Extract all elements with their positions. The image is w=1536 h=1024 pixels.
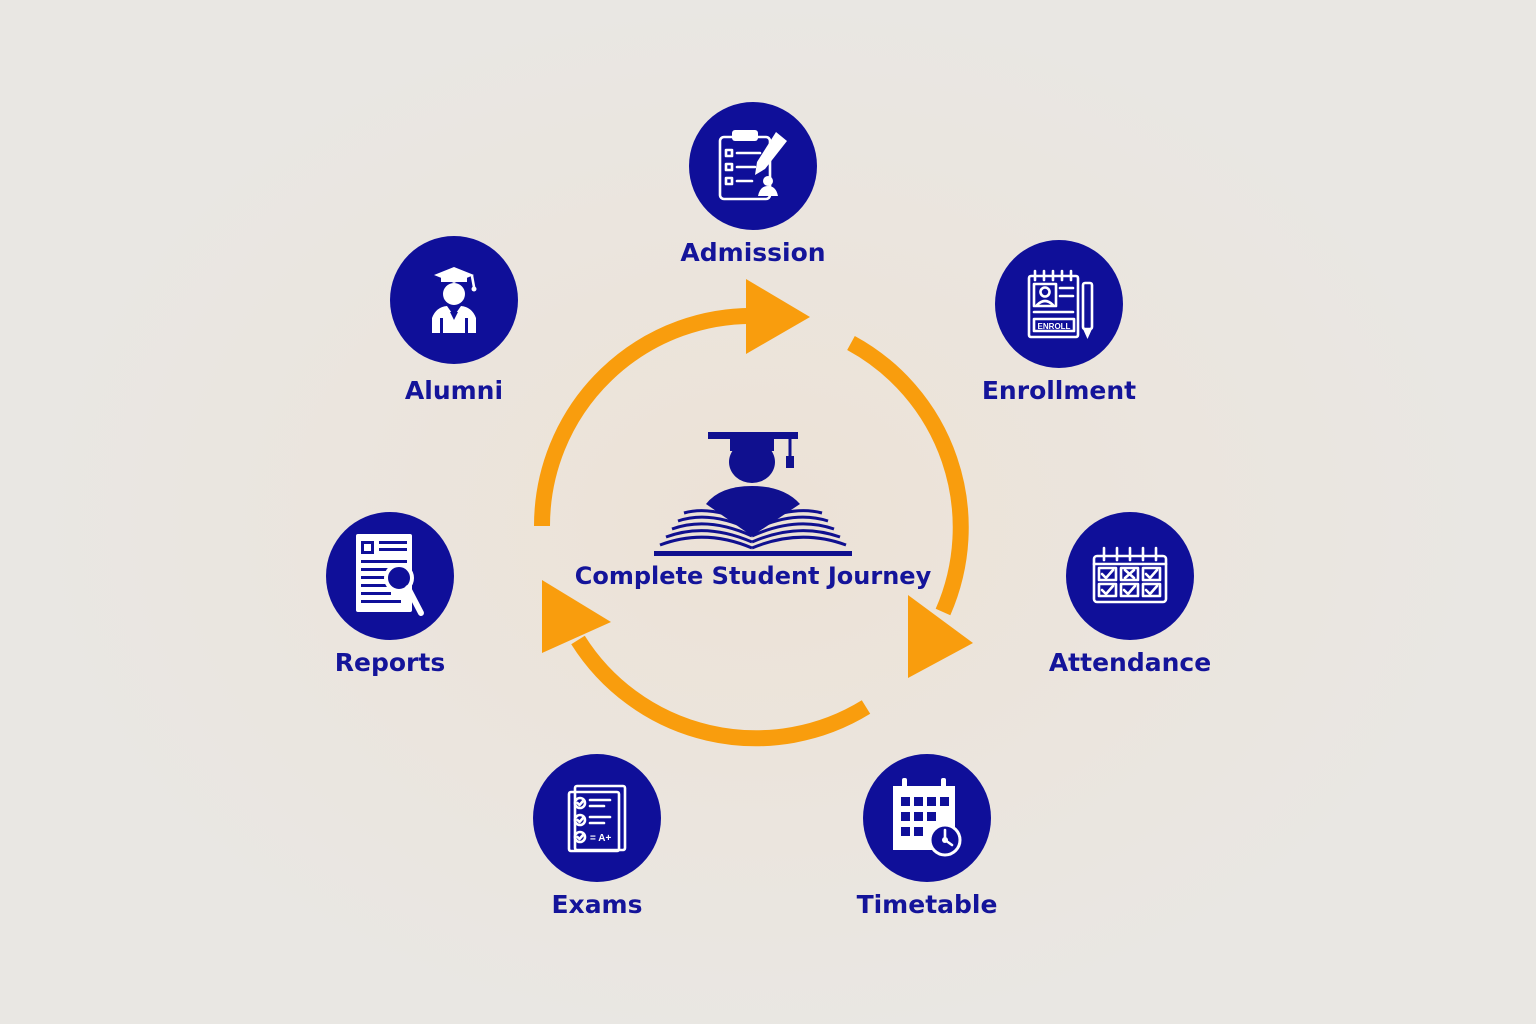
stage-alumni-label: Alumni	[405, 376, 503, 405]
stage-exams[interactable]: = A+ Exams	[533, 754, 661, 919]
stage-alumni[interactable]: Alumni	[390, 236, 518, 405]
attendance-calendar-icon	[1092, 546, 1168, 604]
enroll-stamp-text: ENROLL	[1038, 322, 1071, 331]
stage-reports[interactable]: Reports	[326, 512, 454, 677]
cycle-arrow-bottom	[571, 635, 871, 747]
graduate-torso	[706, 486, 800, 536]
graduate-head	[729, 441, 775, 483]
center-title: Complete Student Journey	[575, 562, 932, 590]
graduation-cap	[708, 432, 798, 439]
stage-reports-label: Reports	[335, 648, 445, 677]
cycle-arrowhead-right	[908, 595, 973, 678]
exam-sheet-icon: = A+	[567, 784, 627, 853]
stage-timetable-label: Timetable	[857, 890, 998, 919]
report-search-icon	[356, 534, 424, 616]
stage-timetable[interactable]: Timetable	[857, 754, 998, 919]
graduate-reading-book-icon	[654, 432, 852, 556]
stage-exams-label: Exams	[551, 890, 642, 919]
stage-attendance[interactable]: Attendance	[1049, 512, 1211, 677]
stage-enrollment-circle	[995, 240, 1123, 368]
timetable-calendar-clock-icon	[893, 778, 962, 857]
clipboard-application-icon	[718, 130, 787, 201]
stage-admission-label: Admission	[680, 238, 825, 267]
cycle-arrowhead-top	[746, 279, 810, 354]
graduate-alumni-icon	[432, 267, 477, 333]
cycle-arrow-right	[847, 335, 969, 616]
cycle-arrows	[534, 279, 973, 747]
enroll-form-icon: ENROLL	[1027, 269, 1094, 339]
stage-enrollment[interactable]: ENROLL Enrollment	[982, 240, 1136, 405]
cycle-arrow-left-top	[534, 307, 761, 527]
stage-enrollment-label: Enrollment	[982, 376, 1136, 405]
stage-admission[interactable]: Admission	[680, 102, 826, 267]
stage-attendance-label: Attendance	[1049, 648, 1211, 677]
cycle-arrowhead-left	[542, 580, 611, 653]
exam-grade-text: = A+	[590, 833, 611, 844]
